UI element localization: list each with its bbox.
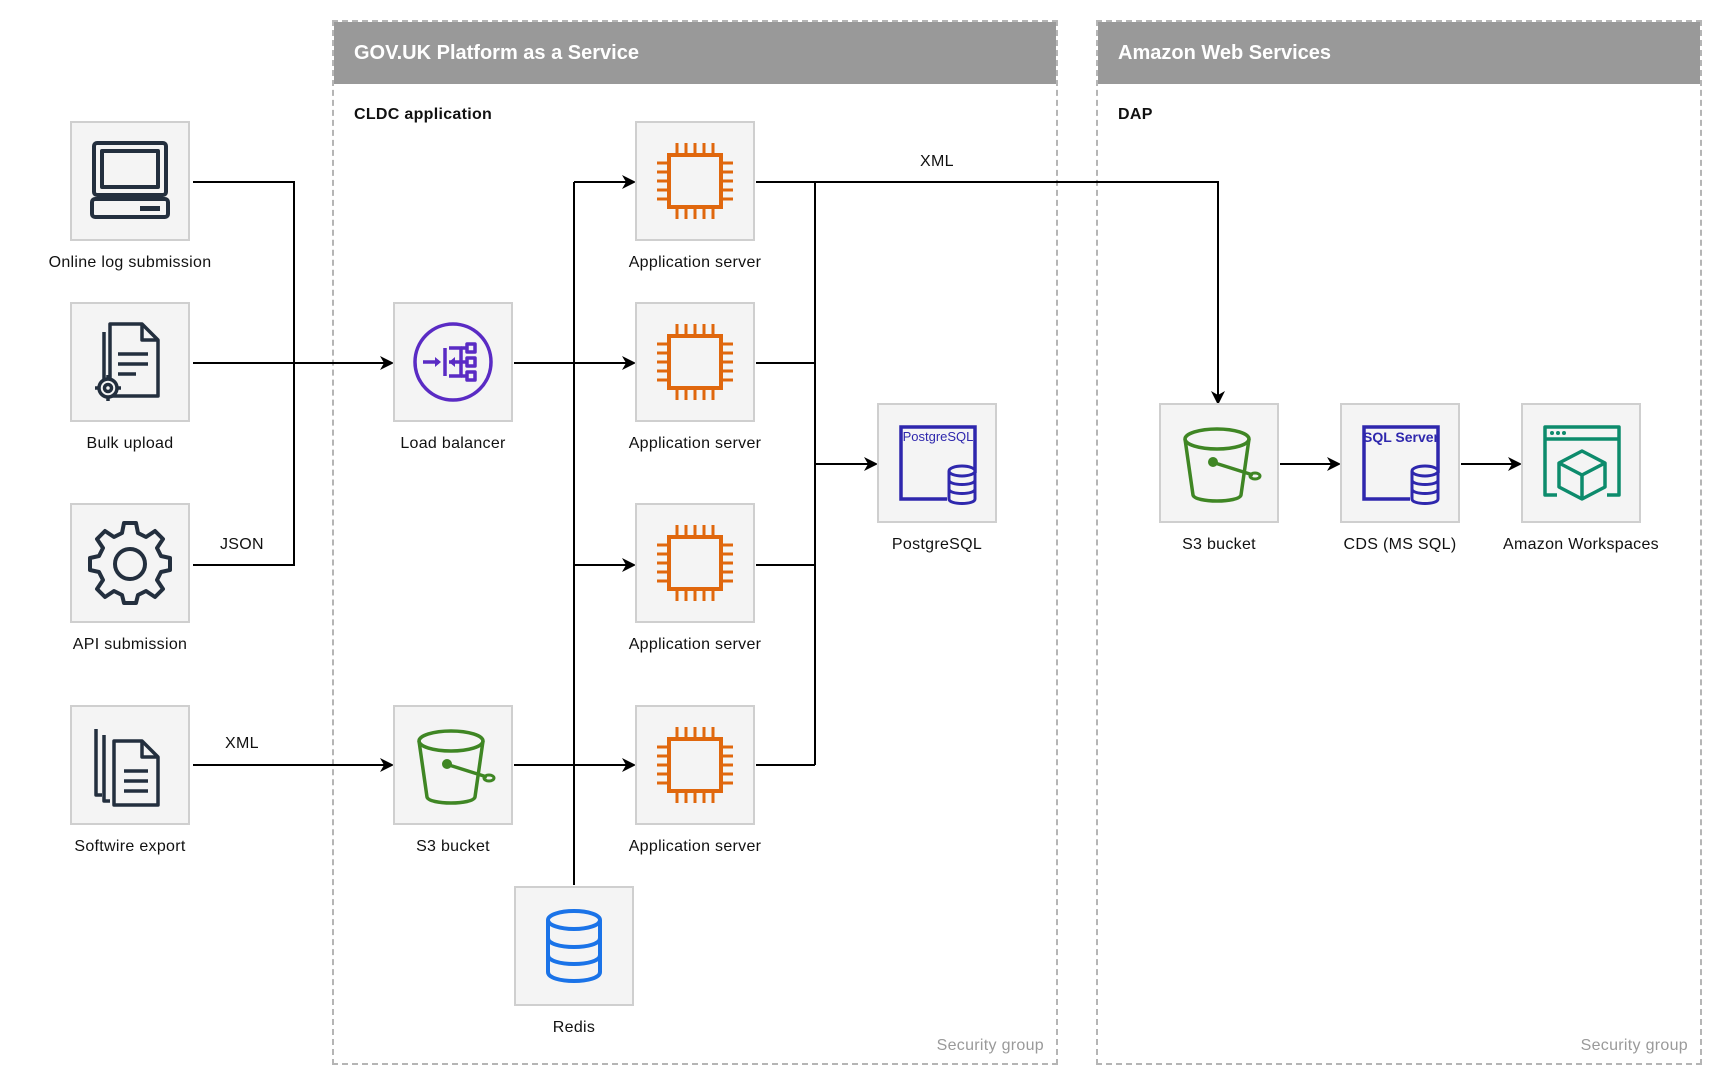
sql-server-badge: SQL Server (1363, 429, 1440, 445)
s3-bucket-icon (1183, 427, 1262, 503)
aws-group-subtitle: DAP (1118, 106, 1153, 123)
app-server-1-node[interactable] (635, 121, 755, 241)
chip-icon (657, 525, 733, 601)
app-server-2-node[interactable] (635, 302, 755, 422)
app-server-3-label: Application server (628, 636, 762, 653)
paas-security-group-label: Security group (936, 1037, 1044, 1054)
api-submission-node[interactable] (70, 503, 190, 623)
document-gear-icon (95, 322, 160, 401)
paas-group-subtitle: CLDC application (354, 106, 493, 123)
workspaces-icon (1543, 425, 1621, 501)
sql-server-icon: SQL Server (1362, 425, 1440, 505)
online-log-node[interactable] (70, 121, 190, 241)
paas-group: GOV.UK Platform as a Service CLDC applic… (332, 20, 1058, 1065)
aws-group-title: Amazon Web Services (1118, 42, 1332, 64)
edge-label-json: JSON (218, 536, 266, 554)
gear-icon (88, 521, 172, 605)
redis-label: Redis (552, 1019, 596, 1036)
database-icon (546, 909, 602, 983)
amazon-workspaces-node[interactable] (1521, 403, 1641, 523)
postgresql-icon: PostgreSQL (899, 425, 977, 505)
amazon-workspaces-label: Amazon Workspaces (1503, 536, 1659, 553)
cds-ms-sql-label: CDS (MS SQL) (1343, 536, 1457, 553)
s3-bucket-icon (417, 729, 496, 805)
aws-group: Amazon Web Services DAP Security group (1096, 20, 1702, 1065)
api-submission-label: API submission (72, 636, 188, 653)
app-server-3-node[interactable] (635, 503, 755, 623)
s3-bucket-paas-node[interactable] (393, 705, 513, 825)
edge-label-xml-softwire: XML (223, 735, 261, 753)
aws-security-group-label: Security group (1580, 1037, 1688, 1054)
cds-ms-sql-node[interactable]: SQL Server (1340, 403, 1460, 523)
bulk-upload-label: Bulk upload (86, 435, 174, 452)
chip-icon (657, 143, 733, 219)
chip-icon (657, 727, 733, 803)
app-server-2-label: Application server (628, 435, 762, 452)
edge-api (193, 363, 295, 566)
app-server-4-label: Application server (628, 838, 762, 855)
computer-icon (90, 141, 170, 219)
documents-stack-icon (94, 729, 160, 807)
paas-group-header: GOV.UK Platform as a Service (334, 22, 1056, 84)
s3-bucket-aws-label: S3 bucket (1182, 536, 1256, 553)
load-balancer-icon (413, 322, 493, 402)
edge-label-xml-dap: XML (918, 153, 956, 171)
edge-app1-to-dap-s3 (815, 181, 1225, 405)
load-balancer-node[interactable] (393, 302, 513, 422)
bulk-upload-node[interactable] (70, 302, 190, 422)
aws-group-header: Amazon Web Services (1098, 22, 1700, 84)
edge-online-log (193, 181, 295, 363)
softwire-export-label: Softwire export (74, 838, 186, 855)
online-log-label: Online log submission (48, 254, 212, 271)
softwire-export-node[interactable] (70, 705, 190, 825)
postgresql-node[interactable]: PostgreSQL (877, 403, 997, 523)
s3-bucket-aws-node[interactable] (1159, 403, 1279, 523)
s3-bucket-paas-label: S3 bucket (416, 838, 490, 855)
chip-icon (657, 324, 733, 400)
paas-group-title: GOV.UK Platform as a Service (354, 42, 639, 64)
redis-node[interactable] (514, 886, 634, 1006)
postgresql-label: PostgreSQL (891, 536, 983, 553)
app-server-1-label: Application server (628, 254, 762, 271)
app-server-4-node[interactable] (635, 705, 755, 825)
postgresql-badge: PostgreSQL (903, 429, 974, 444)
load-balancer-label: Load balancer (400, 435, 506, 452)
